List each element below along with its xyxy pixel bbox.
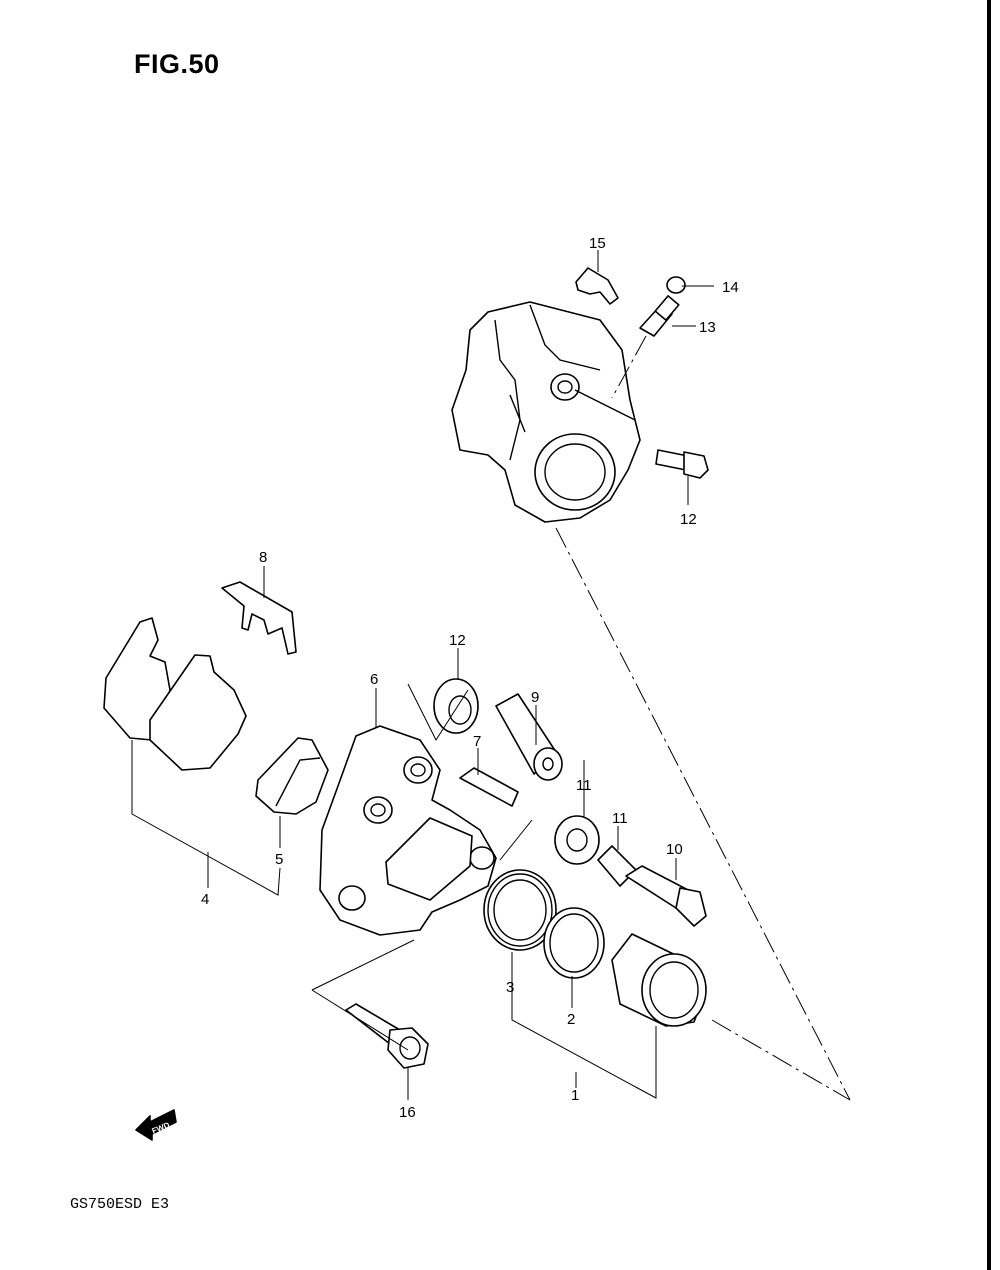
callout-12a: 12 — [449, 632, 466, 649]
callout-5: 5 — [275, 851, 283, 868]
piston-part — [611, 933, 707, 1027]
callout-1: 1 — [571, 1087, 579, 1104]
callout-14: 13 — [699, 319, 716, 336]
callout-9: 9 — [531, 689, 539, 706]
callout-3: 3 — [506, 979, 514, 996]
callout-7: 7 — [473, 733, 481, 750]
callout-2: 2 — [567, 1011, 575, 1028]
clip-7-part — [459, 767, 519, 807]
page-edge-rule — [987, 0, 991, 1270]
pad-spring-16-part — [575, 267, 619, 305]
bolt-13-part — [655, 449, 709, 479]
callout-12b: 11 — [576, 777, 592, 794]
bolt-10-part — [625, 865, 707, 927]
callout-11: 11 — [612, 810, 628, 827]
fwd-arrow-icon: FWD — [135, 1109, 177, 1141]
caliper-housing-part — [451, 301, 641, 523]
brake-pad-4-part — [103, 617, 247, 771]
callout-6: 6 — [370, 671, 378, 688]
callout-16: 15 — [589, 235, 606, 252]
assembly-lines — [555, 335, 851, 1101]
caliper-holder-6-part — [319, 725, 497, 936]
bolt-17-part — [345, 1003, 429, 1069]
callout-10: 10 — [666, 841, 683, 858]
figure-title: FIG.50 — [134, 49, 220, 79]
callout-15: 14 — [722, 279, 739, 296]
boot-12a-part — [433, 678, 479, 734]
callout-labels: 15 14 13 12 8 12 6 9 7 11 11 10 5 4 3 2 … — [201, 235, 739, 1121]
bleeder-valve-14-part — [639, 295, 680, 337]
pad-spring-8-part — [221, 581, 297, 655]
piston-seal-2-part — [543, 907, 605, 979]
sleeve-9-part — [495, 693, 563, 781]
pad-spring-5-part — [255, 737, 329, 815]
boot-12b-part — [554, 815, 600, 865]
sleeve-11-part — [597, 845, 637, 887]
callout-17: 16 — [399, 1104, 416, 1121]
model-code: GS750ESD E3 — [70, 1196, 170, 1213]
leader-lines — [131, 250, 714, 1100]
dust-seal-3-part — [483, 869, 557, 951]
callout-13: 12 — [680, 511, 697, 528]
callout-4: 4 — [201, 891, 209, 908]
callout-8: 8 — [259, 549, 267, 566]
bleeder-cap-15-part — [666, 276, 686, 294]
